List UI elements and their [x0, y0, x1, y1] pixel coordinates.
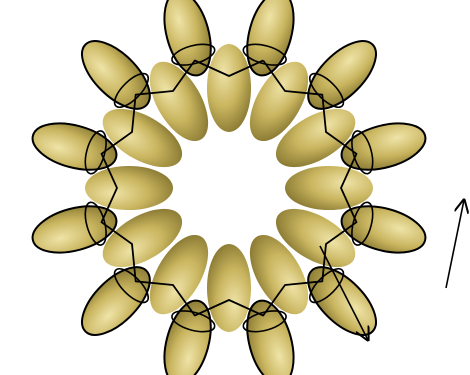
inner-bead-1 [207, 44, 251, 132]
inner-bead-7 [207, 244, 251, 332]
inner-bead-4 [285, 166, 373, 210]
inner-bead-10 [85, 166, 173, 210]
entry-arrow-icon [446, 200, 464, 288]
